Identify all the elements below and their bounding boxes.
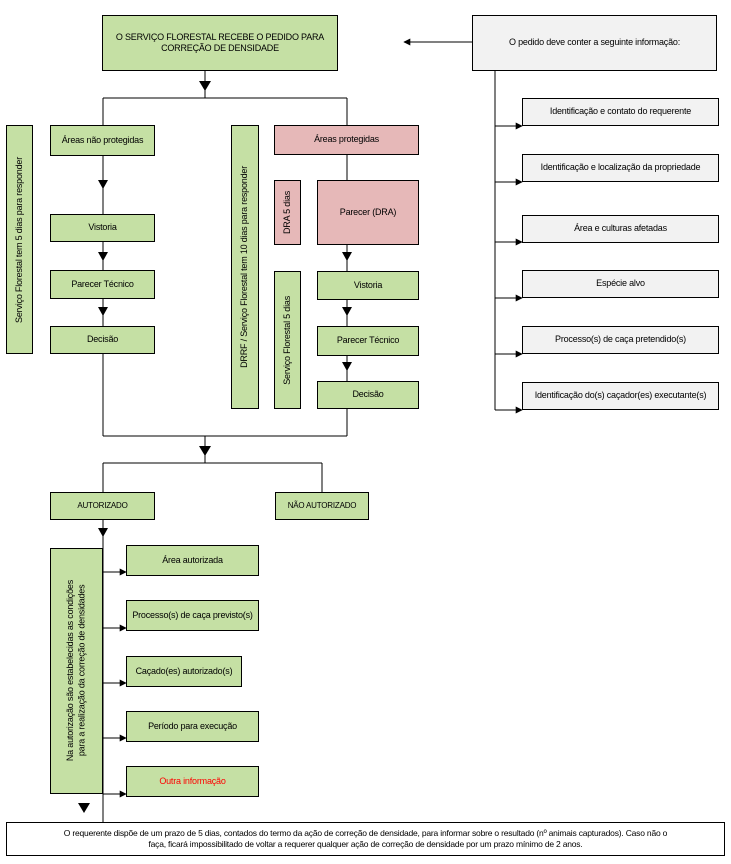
not-authorized-box: NÃO AUTORIZADO	[275, 492, 369, 520]
footer-note-line2: faça, ficará impossibilitado de voltar a…	[148, 839, 583, 849]
left-decision-box: Decisão	[50, 326, 155, 354]
right-branch-deadline-label: DRRF / Serviço Florestal tem 10 dias par…	[231, 125, 259, 409]
right-inspection-box: Vistoria	[317, 271, 419, 300]
footer-note: O requerente dispõe de um prazo de 5 dia…	[6, 822, 725, 856]
unprotected-areas-box: Áreas não protegidas	[50, 125, 155, 156]
left-branch-deadline-label: Serviço Florestal tem 5 dias para respon…	[6, 125, 33, 354]
dra-deadline-label: DRA 5 dias	[274, 180, 301, 245]
authorization-label-line2: para a realização da correção de densida…	[76, 585, 87, 757]
condition-item: Outra informação	[126, 766, 259, 797]
info-header-box: O pedido deve conter a seguinte informaç…	[472, 15, 717, 71]
sf-deadline-label: Serviço Florestal 5 dias	[274, 271, 301, 409]
info-item: Processo(s) de caça pretendido(s)	[522, 326, 719, 354]
condition-item: Processo(s) de caça previsto(s)	[126, 600, 259, 631]
footer-note-line1: O requerente dispõe de um prazo de 5 dia…	[63, 827, 668, 838]
info-item: Identificação e contato do requerente	[522, 98, 719, 126]
info-item: Identificação e localização da proprieda…	[522, 154, 719, 182]
info-item: Identificação do(s) caçador(es) executan…	[522, 382, 719, 410]
left-technical-opinion-box: Parecer Técnico	[50, 270, 155, 299]
authorized-box: AUTORIZADO	[50, 492, 155, 520]
info-header-text: O pedido deve conter a seguinte informaç…	[508, 37, 680, 48]
dra-opinion-box: Parecer (DRA)	[317, 180, 419, 245]
left-inspection-box: Vistoria	[50, 214, 155, 242]
info-item: Área e culturas afetadas	[522, 215, 719, 243]
condition-item: Área autorizada	[126, 545, 259, 576]
authorization-label-line1: Na autorização são estabelecidas as cond…	[65, 580, 76, 762]
info-item: Espécie alvo	[522, 270, 719, 298]
right-technical-opinion-box: Parecer Técnico	[317, 326, 419, 356]
condition-item: Caçado(es) autorizado(s)	[126, 656, 242, 687]
request-received-text: O SERVIÇO FLORESTAL RECEBE O PEDIDO PARA…	[115, 31, 325, 53]
request-received-box: O SERVIÇO FLORESTAL RECEBE O PEDIDO PARA…	[102, 15, 338, 71]
right-decision-box: Decisão	[317, 381, 419, 409]
authorization-conditions-label: Na autorização são estabelecidas as cond…	[50, 548, 103, 794]
condition-item: Período para execução	[126, 711, 259, 742]
protected-areas-box: Áreas protegidas	[274, 125, 419, 155]
